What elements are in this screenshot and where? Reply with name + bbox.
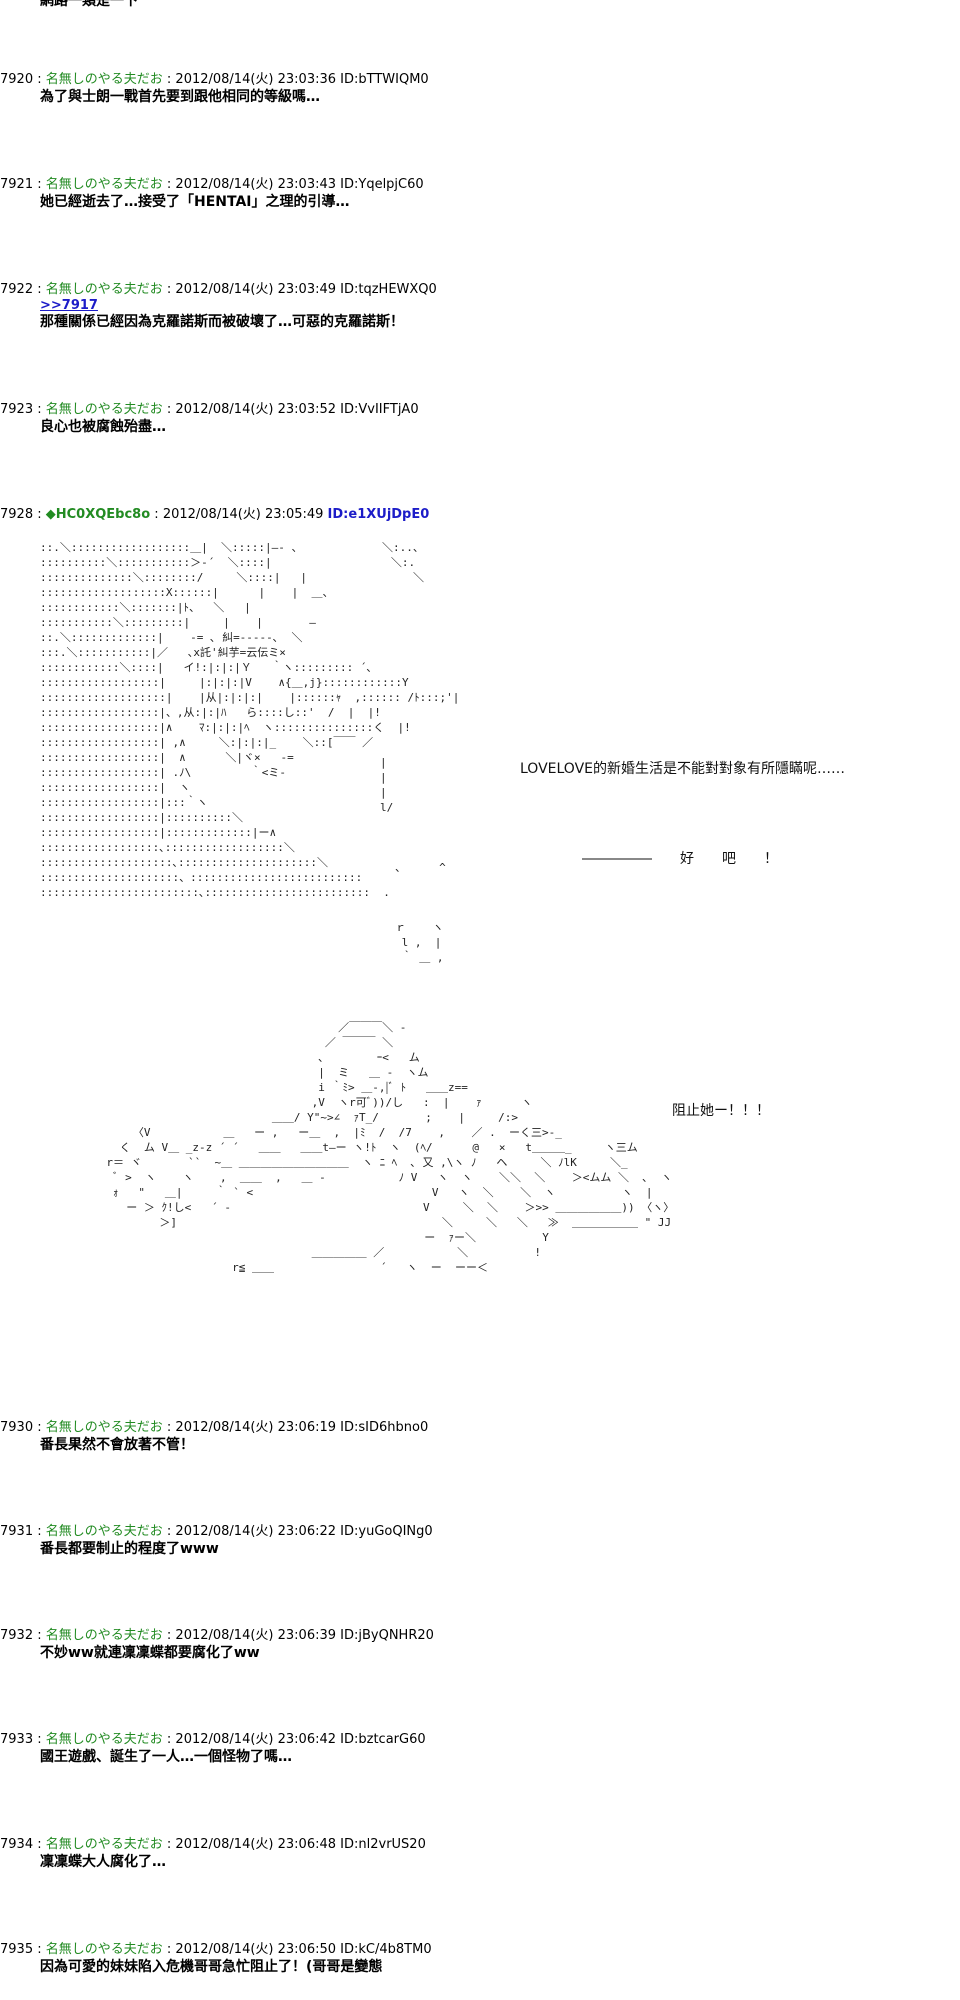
post-body: 因為可愛的妹妹陷入危機哥哥急忙阻止了！(哥哥是變態: [40, 1959, 383, 1975]
post-body: 為了與士朗一戰首先要到跟他相同的等級嗎…: [40, 89, 320, 105]
post-number[interactable]: 7923: [0, 402, 34, 417]
post-body: 番長果然不會放著不管！: [40, 1437, 194, 1453]
post-date: 2012/08/14(火) 23:06:50: [175, 1942, 337, 1957]
poster-name: 名無しのやる夫だお: [45, 1420, 163, 1435]
poster-name: 名無しのやる夫だお: [45, 1837, 163, 1852]
ascii-art-sparkle: 、 ^: [395, 861, 446, 874]
post-number[interactable]: 7935: [0, 1942, 34, 1957]
post-header: 7934 : 名無しのやる夫だお : 2012/08/14(火) 23:06:4…: [0, 1837, 426, 1852]
ascii-art-small: ｒ ヽ l , | ｀ ＿ ,: [395, 921, 444, 964]
post: 7920 : 名無しのやる夫だお : 2012/08/14(火) 23:03:3…: [0, 72, 960, 106]
ascii-art-panel-2: ／￣￣￣＼ - ／ ￣￣￣ ＼ ､ ｰ< ム | ミ ＿ - ヽム: [106, 1021, 675, 1274]
poster-id: ID:yuGoQINg0: [340, 1524, 433, 1539]
post-header: 7935 : 名無しのやる夫だお : 2012/08/14(火) 23:06:5…: [0, 1942, 432, 1957]
poster-name: 名無しのやる夫だお: [45, 402, 163, 417]
post-author: 7928 : ◆HC0XQEbc8o : 2012/08/14(火) 23:05…: [0, 507, 960, 523]
post-date: 2012/08/14(火) 23:03:52: [175, 402, 337, 417]
post: 7934 : 名無しのやる夫だお : 2012/08/14(火) 23:06:4…: [0, 1837, 960, 1871]
post: 7931 : 名無しのやる夫だお : 2012/08/14(火) 23:06:2…: [0, 1524, 960, 1558]
post-number[interactable]: 7930: [0, 1420, 34, 1435]
post-header: 7933 : 名無しのやる夫だお : 2012/08/14(火) 23:06:4…: [0, 1732, 426, 1747]
post-number[interactable]: 7934: [0, 1837, 34, 1852]
post-header: 7920 : 名無しのやる夫だお : 2012/08/14(火) 23:03:3…: [0, 72, 429, 87]
post-body: 番長都要制止的程度了www: [40, 1541, 219, 1557]
post-date: 2012/08/14(火) 23:06:19: [175, 1420, 337, 1435]
poster-trip: ◆HC0XQEbc8o: [45, 507, 151, 522]
post-date: 2012/08/14(火) 23:03:43: [175, 177, 337, 192]
post-number[interactable]: 7921: [0, 177, 34, 192]
post-header: 7921 : 名無しのやる夫だお : 2012/08/14(火) 23:03:4…: [0, 177, 424, 192]
post-body: 凜凜蝶大人腐化了…: [40, 1854, 166, 1870]
post: 7932 : 名無しのやる夫だお : 2012/08/14(火) 23:06:3…: [0, 1628, 960, 1662]
poster-id: ID:e1XUjDpE0: [327, 507, 430, 522]
poster-id: ID:sID6hbno0: [340, 1420, 429, 1435]
poster-id: ID:nl2vrUS20: [340, 1837, 426, 1852]
post-number[interactable]: 7933: [0, 1732, 34, 1747]
post: 7930 : 名無しのやる夫だお : 2012/08/14(火) 23:06:1…: [0, 1420, 960, 1454]
post-header: 7928 : ◆HC0XQEbc8o : 2012/08/14(火) 23:05…: [0, 507, 430, 522]
post-date: 2012/08/14(火) 23:06:48: [175, 1837, 337, 1852]
post-header: 7931 : 名無しのやる夫だお : 2012/08/14(火) 23:06:2…: [0, 1524, 433, 1539]
post-date: 2012/08/14(火) 23:05:49: [162, 507, 324, 522]
post-body: 她已經逝去了…接受了「HENTAI」之理的引導…: [40, 194, 350, 210]
poster-id: ID:VvIIFTjA0: [340, 402, 419, 417]
post-body: 那種關係已經因為克羅諾斯而被破壞了…可惡的克羅諾斯！: [40, 314, 404, 330]
poster-id: ID:jByQNHR20: [340, 1628, 434, 1643]
aa-line: ――――― 好 吧 ！: [582, 851, 778, 867]
poster-name: 名無しのやる夫だお: [45, 1524, 163, 1539]
reply-link[interactable]: >>7917: [40, 298, 98, 313]
post-date: 2012/08/14(火) 23:06:39: [175, 1628, 337, 1643]
poster-id: ID:tqzHEWXQ0: [340, 282, 437, 297]
post-header: 7923 : 名無しのやる夫だお : 2012/08/14(火) 23:03:5…: [0, 402, 419, 417]
aa-shout: 阻止她ー！！！: [672, 1103, 770, 1119]
post-number[interactable]: 7920: [0, 72, 34, 87]
post-number[interactable]: 7932: [0, 1628, 34, 1643]
post: 7921 : 名無しのやる夫だお : 2012/08/14(火) 23:03:4…: [0, 177, 960, 211]
post-header: 7930 : 名無しのやる夫だお : 2012/08/14(火) 23:06:1…: [0, 1420, 429, 1435]
post-date: 2012/08/14(火) 23:06:42: [175, 1732, 337, 1747]
poster-id: ID:YqelpjC60: [340, 177, 424, 192]
post-date: 2012/08/14(火) 23:06:22: [175, 1524, 337, 1539]
top-fragment: 網路一類是一下: [40, 0, 138, 9]
poster-id: ID:bTTWIQM0: [340, 72, 429, 87]
ascii-art-right-marks: | | | l/: [380, 756, 394, 814]
post: 7933 : 名無しのやる夫だお : 2012/08/14(火) 23:06:4…: [0, 1732, 960, 1766]
post-number[interactable]: 7928: [0, 507, 34, 522]
ascii-art-panel-1: ::.＼::::::::::::::::::＿| ＼:::::|―‐ 、 ＼:.…: [40, 541, 460, 899]
poster-name: 名無しのやる夫だお: [45, 177, 163, 192]
poster-name: 名無しのやる夫だお: [45, 1942, 163, 1957]
aa-caption: LOVELOVE的新婚生活是不能對對象有所隱瞞呢……: [520, 761, 845, 777]
poster-id: ID:kC/4b8TM0: [340, 1942, 432, 1957]
poster-name: 名無しのやる夫だお: [45, 1628, 163, 1643]
post-header: 7932 : 名無しのやる夫だお : 2012/08/14(火) 23:06:3…: [0, 1628, 434, 1643]
post-number[interactable]: 7931: [0, 1524, 34, 1539]
poster-name: 名無しのやる夫だお: [45, 1732, 163, 1747]
poster-id: ID:bztcarG60: [340, 1732, 426, 1747]
post-number[interactable]: 7922: [0, 282, 34, 297]
post-body: 不妙ww就連凜凜蝶都要腐化了ww: [40, 1645, 260, 1661]
post-body: 國王遊戲、誕生了一人…一個怪物了嗎…: [40, 1749, 292, 1765]
post-body: 良心也被腐蝕殆盡…: [40, 419, 166, 435]
post-date: 2012/08/14(火) 23:03:36: [175, 72, 337, 87]
post: 7935 : 名無しのやる夫だお : 2012/08/14(火) 23:06:5…: [0, 1942, 960, 1976]
poster-name: 名無しのやる夫だお: [45, 72, 163, 87]
post: 7923 : 名無しのやる夫だお : 2012/08/14(火) 23:03:5…: [0, 402, 960, 436]
post-date: 2012/08/14(火) 23:03:49: [175, 282, 337, 297]
poster-name: 名無しのやる夫だお: [45, 282, 163, 297]
post: 7922 : 名無しのやる夫だお : 2012/08/14(火) 23:03:4…: [0, 282, 960, 331]
post-header: 7922 : 名無しのやる夫だお : 2012/08/14(火) 23:03:4…: [0, 282, 437, 297]
